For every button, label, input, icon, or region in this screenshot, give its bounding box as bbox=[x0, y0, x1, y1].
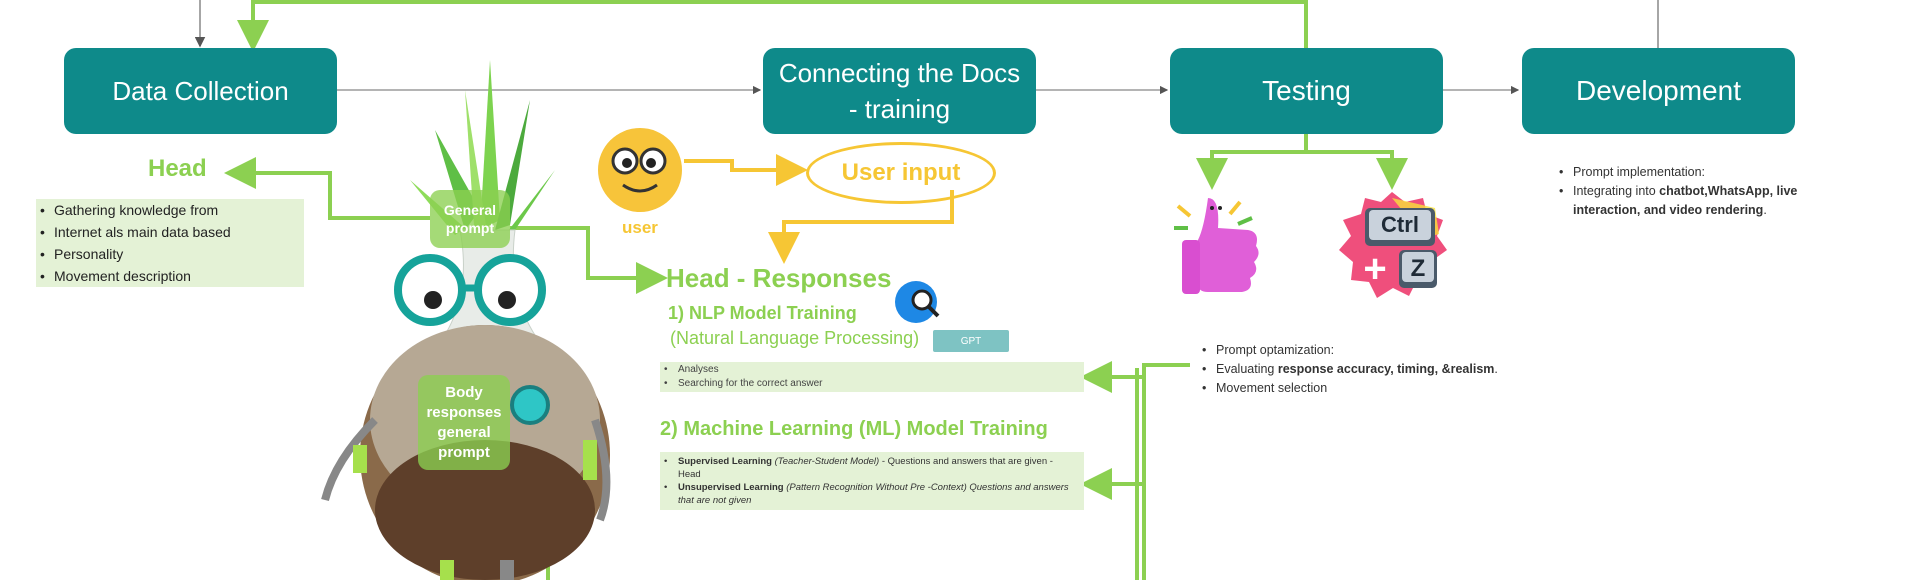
stage-data-collection[interactable]: Data Collection bbox=[64, 48, 337, 134]
body-responses-box[interactable]: Body responses general prompt bbox=[418, 375, 510, 470]
general-prompt-line: General bbox=[443, 202, 497, 218]
ml-bullet-italic: (Teacher-Student Model) bbox=[774, 456, 880, 467]
development-notes: Prompt implementation: Integrating into … bbox=[1555, 163, 1810, 220]
arrow-to-head bbox=[224, 157, 430, 220]
thumbs-up-icon bbox=[1174, 198, 1259, 294]
stage-label: Development bbox=[1576, 75, 1741, 106]
ml-bullet-bold: Unsupervised Learning bbox=[678, 482, 784, 493]
stage-label: Testing bbox=[1262, 75, 1351, 106]
stage-testing[interactable]: Testing bbox=[1170, 48, 1443, 134]
nlp-panel: Analyses Searching for the correct answe… bbox=[660, 362, 1084, 392]
stage-label-line2: - training bbox=[848, 94, 951, 124]
testing-note: Evaluating response accuracy, timing, &r… bbox=[1198, 360, 1598, 379]
stage-connecting-docs[interactable]: Connecting the Docs - training bbox=[763, 48, 1036, 134]
feedback-loop-arrow bbox=[237, 0, 1308, 52]
testing-note: Movement selection bbox=[1198, 379, 1598, 398]
ml-panel: Supervised Learning (Teacher-Student Mod… bbox=[660, 452, 1084, 510]
head-bullet: Movement description bbox=[36, 265, 304, 287]
head-bullet: Gathering knowledge from bbox=[36, 199, 304, 221]
testing-feedback-line bbox=[1142, 363, 1190, 580]
head-bullet-panel: Gathering knowledge from Internet als ma… bbox=[36, 199, 304, 287]
development-note: Prompt implementation: bbox=[1555, 163, 1810, 182]
nlp-title: 1) NLP Model Training bbox=[668, 303, 857, 323]
arrow-input-to-responses bbox=[768, 190, 954, 264]
ctrl-key-label: Ctrl bbox=[1381, 212, 1419, 237]
head-bullet: Personality bbox=[36, 243, 304, 265]
body-responses-line: prompt bbox=[438, 443, 490, 461]
development-note: Integrating into chatbot,WhatsApp, live … bbox=[1555, 182, 1810, 220]
z-key-label: Z bbox=[1411, 255, 1426, 282]
nlp-bullet: Searching for the correct answer bbox=[660, 377, 1084, 391]
testing-note: Prompt optamization: bbox=[1198, 341, 1598, 360]
head-bullet: Internet als main data based bbox=[36, 221, 304, 243]
user-input-label: User input bbox=[841, 159, 961, 186]
plus-key-label: + bbox=[1363, 247, 1386, 291]
testing-note-text: Evaluating bbox=[1216, 362, 1278, 376]
arrow-to-head-responses bbox=[510, 226, 668, 294]
arrow-to-thumbs-up bbox=[1196, 134, 1308, 190]
nlp-subtitle: (Natural Language Processing) bbox=[670, 328, 920, 348]
development-note-text: Integrating into bbox=[1573, 184, 1660, 198]
head-responses-title: Head - Responses bbox=[666, 263, 892, 293]
onion-character-illustration bbox=[321, 60, 611, 580]
testing-note-bold: response accuracy, timing, &realism bbox=[1277, 362, 1495, 376]
ml-bullet-text: - Questions and answers that are given -… bbox=[678, 456, 1053, 480]
ml-bullet-supervised: Supervised Learning (Teacher-Student Mod… bbox=[660, 455, 1078, 481]
ml-bullet-unsupervised: Unsupervised Learning (Pattern Recogniti… bbox=[660, 481, 1078, 507]
development-note-text: . bbox=[1763, 203, 1767, 217]
testing-note-text: . bbox=[1494, 362, 1498, 376]
stage-label-line1: Connecting the Docs bbox=[778, 58, 1021, 88]
development-note-bold: chatbot,WhatsApp, live interaction, and … bbox=[1573, 184, 1798, 217]
user-label: user bbox=[622, 218, 658, 237]
gpt-badge: GPT bbox=[933, 330, 1009, 352]
head-title: Head bbox=[148, 155, 207, 182]
nlp-bullet: Analyses bbox=[660, 363, 1084, 377]
user-input-bubble[interactable]: User input bbox=[806, 142, 996, 204]
arrow-to-undo-keys bbox=[1306, 150, 1408, 190]
body-responses-line: responses bbox=[426, 403, 502, 421]
gpt-badge-label: GPT bbox=[960, 335, 982, 347]
stage-label: Data Collection bbox=[112, 76, 289, 106]
arrow-user-to-input bbox=[684, 154, 808, 186]
arrow-to-ml bbox=[1080, 373, 1146, 500]
ml-title: 2) Machine Learning (ML) Model Training bbox=[660, 418, 1048, 440]
ml-bullet-bold: Supervised Learning bbox=[678, 456, 772, 467]
body-responses-line: general bbox=[437, 423, 491, 441]
general-prompt-box[interactable]: General prompt bbox=[430, 190, 510, 248]
undo-keys-icon: Ctrl + Z bbox=[1339, 192, 1447, 298]
testing-notes: Prompt optamization: Evaluating response… bbox=[1198, 341, 1598, 398]
body-responses-line: Body bbox=[445, 383, 483, 401]
user-emoji-icon bbox=[598, 128, 682, 212]
magnifier-icon bbox=[895, 281, 940, 323]
general-prompt-line: prompt bbox=[445, 220, 495, 236]
ml-bullet-italic: (Pattern Recognition Without Pre -Contex… bbox=[678, 482, 1069, 506]
stage-development[interactable]: Development bbox=[1522, 48, 1795, 134]
